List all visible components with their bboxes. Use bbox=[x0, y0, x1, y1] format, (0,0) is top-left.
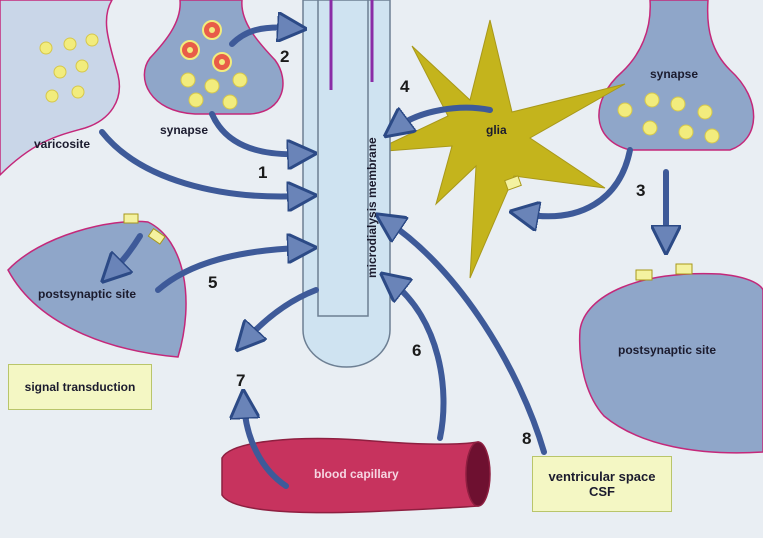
postsynaptic-left-receptor-1 bbox=[123, 213, 139, 224]
number-2: 2 bbox=[280, 47, 289, 66]
probe-inner-tube bbox=[317, 0, 369, 317]
arrow-5 bbox=[155, 248, 302, 293]
label-microdialysis-membrane: microdialysis membrane bbox=[365, 137, 379, 278]
label-synapse-right: synapse bbox=[650, 67, 698, 81]
arrow-4 bbox=[396, 104, 493, 128]
label-glia: glia bbox=[486, 123, 507, 137]
postsynaptic-right-shape bbox=[578, 272, 763, 454]
arrow-8 bbox=[388, 222, 547, 455]
arrow-postsyn-in bbox=[112, 233, 143, 272]
csf-label: CSF bbox=[589, 484, 615, 499]
glia-shape bbox=[371, 19, 626, 279]
glia-receptor bbox=[504, 175, 522, 191]
arrow-probe-out bbox=[246, 287, 319, 340]
label-blood-capillary: blood capillary bbox=[314, 467, 399, 481]
arrow-1 bbox=[209, 111, 302, 154]
signal-transduction-label: signal transduction bbox=[24, 380, 136, 394]
arrow-glia-out bbox=[524, 147, 633, 216]
number-1: 1 bbox=[258, 163, 267, 182]
postsynaptic-left-receptor-2 bbox=[147, 228, 166, 245]
varicosite-vesicles bbox=[39, 33, 99, 103]
ventricular-space-label: ventricular space bbox=[548, 469, 656, 484]
number-4: 4 bbox=[400, 77, 410, 96]
number-8: 8 bbox=[522, 429, 531, 448]
synapse-left-vesicles bbox=[180, 72, 248, 110]
number-3: 3 bbox=[636, 181, 645, 200]
synapse-left-red-vesicles bbox=[180, 20, 232, 72]
signal-transduction-box: signal transduction bbox=[8, 364, 152, 410]
arrows bbox=[99, 28, 666, 489]
arrow-capillary-7 bbox=[244, 404, 289, 489]
postsynaptic-right-receptor-2 bbox=[675, 263, 693, 275]
postsynaptic-right-receptor-1 bbox=[635, 269, 653, 281]
label-postsynaptic-right: postsynaptic site bbox=[618, 343, 716, 357]
number-7: 7 bbox=[236, 371, 245, 390]
arrow-varicosite bbox=[99, 129, 302, 196]
label-synapse-left: synapse bbox=[160, 123, 208, 137]
ventricular-space-box: ventricular space CSF bbox=[532, 456, 672, 512]
label-varicosite: varicosite bbox=[34, 137, 90, 151]
synapse-right-vesicles bbox=[617, 92, 720, 144]
arrow-6 bbox=[392, 282, 447, 441]
arrow-2 bbox=[229, 28, 292, 47]
number-5: 5 bbox=[208, 273, 217, 292]
label-postsynaptic-left: postsynaptic site bbox=[38, 287, 136, 301]
number-6: 6 bbox=[412, 341, 421, 360]
blood-capillary-opening bbox=[465, 441, 491, 507]
postsynaptic-left-shape bbox=[7, 220, 187, 358]
